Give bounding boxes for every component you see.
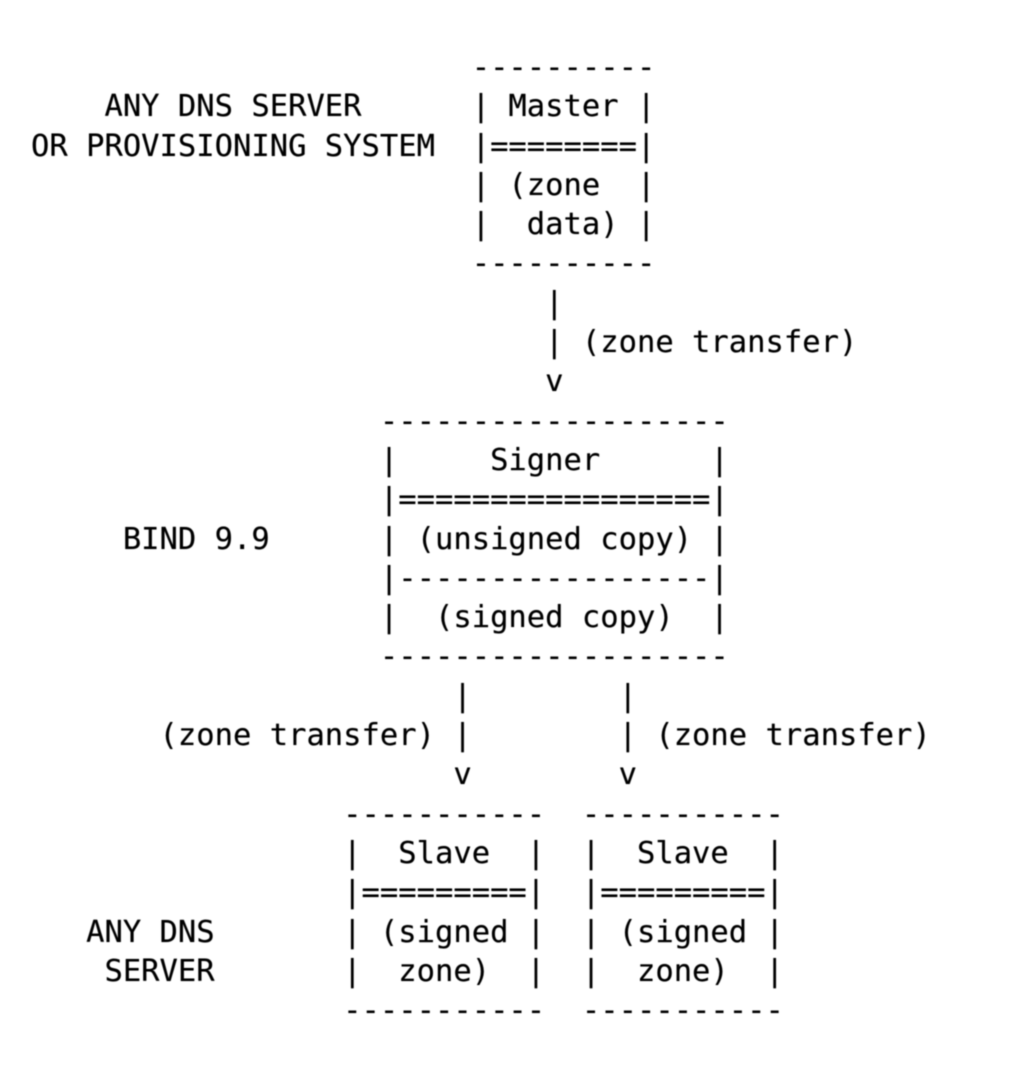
ascii-dns-signing-diagram: ---------- ANY DNS SERVER | Master | OR … bbox=[31, 50, 931, 1029]
